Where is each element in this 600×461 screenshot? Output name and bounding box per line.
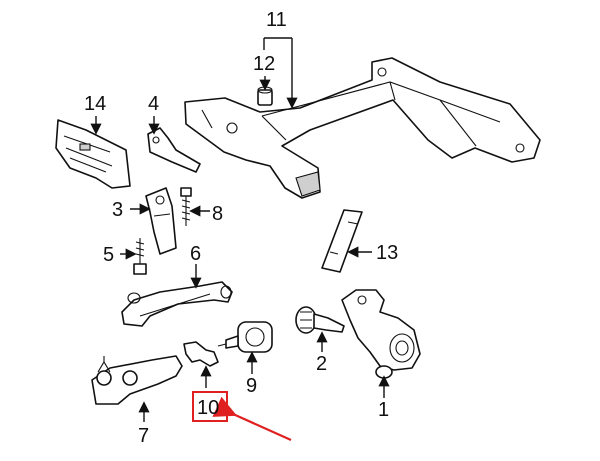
bolt-part-8: [180, 187, 192, 226]
crossmember-part: [184, 57, 541, 199]
callout-4: 4: [148, 93, 159, 115]
bolt-part-5: [133, 238, 147, 275]
callout-13: 13: [376, 242, 398, 264]
ball-joint-part: [295, 306, 345, 334]
callout-9: 9: [246, 375, 257, 397]
highlight-arrow: [212, 396, 292, 442]
strap-part: [321, 209, 363, 273]
bushing-assembly-part: [217, 321, 273, 353]
callout-6: 6: [190, 243, 201, 265]
lower-control-arm-part: [121, 281, 233, 327]
callout-10: 10: [197, 397, 219, 419]
callout-14: 14: [84, 93, 106, 115]
callout-11: 11: [266, 9, 287, 31]
callout-3: 3: [112, 199, 123, 221]
callout-12: 12: [253, 53, 275, 75]
steering-knuckle-part: [341, 289, 421, 379]
control-arm-ball-joint-part: [91, 355, 183, 405]
bracket-part: [147, 127, 201, 173]
callout-7: 7: [138, 425, 149, 447]
callout-5: 5: [103, 244, 114, 266]
mount-bracket-part: [145, 187, 177, 255]
callout-2: 2: [316, 353, 327, 375]
callout-1: 1: [378, 399, 389, 421]
leader-lines: [90, 37, 390, 422]
splash-shield-part: [55, 119, 131, 189]
callout-8: 8: [212, 203, 223, 225]
clip-bracket-part: [183, 341, 219, 367]
bushing-part: [257, 86, 273, 106]
